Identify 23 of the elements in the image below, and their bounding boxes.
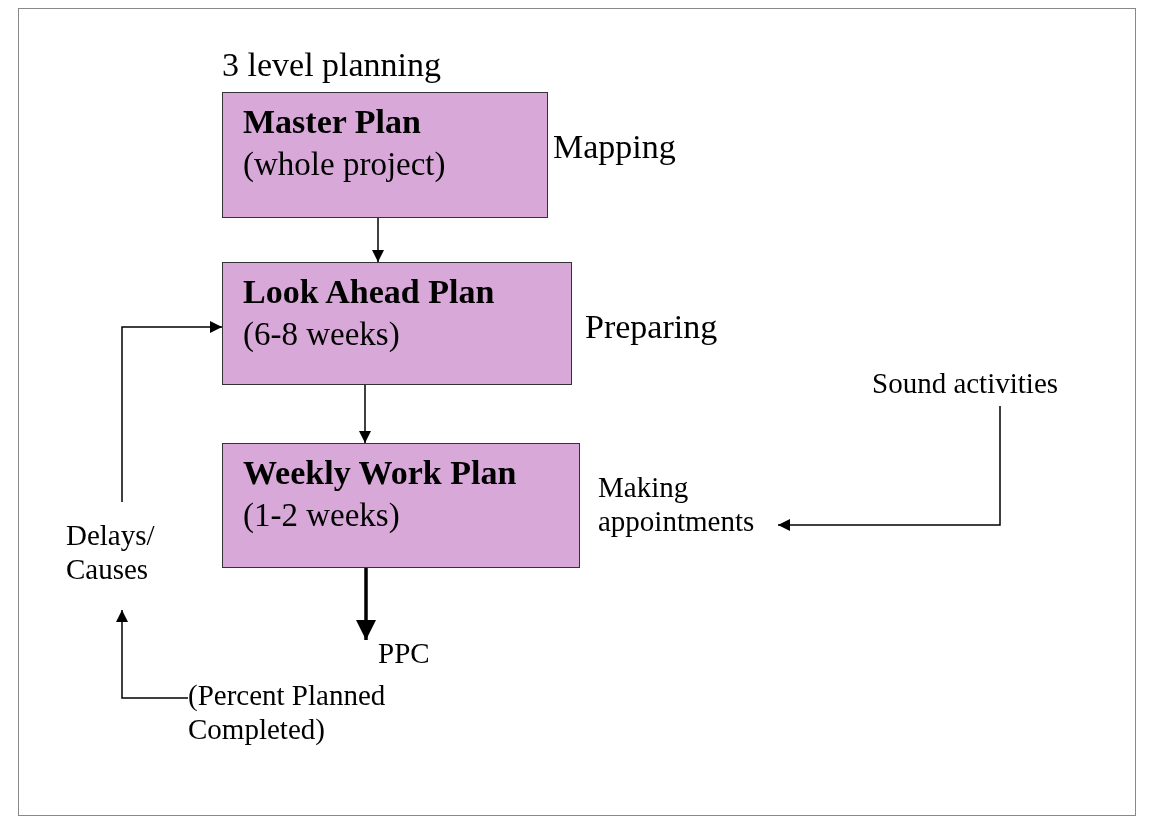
plan-title: Master Plan <box>243 102 422 142</box>
plan-box <box>222 443 580 568</box>
plan-period: (1-2 weeks) <box>243 496 401 535</box>
plan-box <box>222 92 548 218</box>
node-label: (Percent Planned Completed) <box>188 678 387 746</box>
diagram-title: 3 level planning <box>222 46 442 84</box>
arrow <box>116 609 189 699</box>
arrow <box>777 405 1001 531</box>
plan-title: Weekly Work Plan <box>243 453 518 493</box>
plan-period: (whole project) <box>243 145 447 184</box>
arrow <box>121 321 223 503</box>
arrow <box>372 217 384 263</box>
node-label: Making appointments <box>598 470 756 538</box>
arrow <box>359 384 371 444</box>
node-label: Sound activities <box>872 366 1060 400</box>
node-label: PPC <box>378 636 431 670</box>
arrow <box>356 568 376 640</box>
stage-label: Mapping <box>553 128 676 166</box>
plan-box <box>222 262 572 385</box>
stage-label: Preparing <box>585 308 718 346</box>
node-label: Delays/ Causes <box>66 518 156 586</box>
plan-title: Look Ahead Plan <box>243 272 496 312</box>
plan-period: (6-8 weeks) <box>243 315 401 354</box>
